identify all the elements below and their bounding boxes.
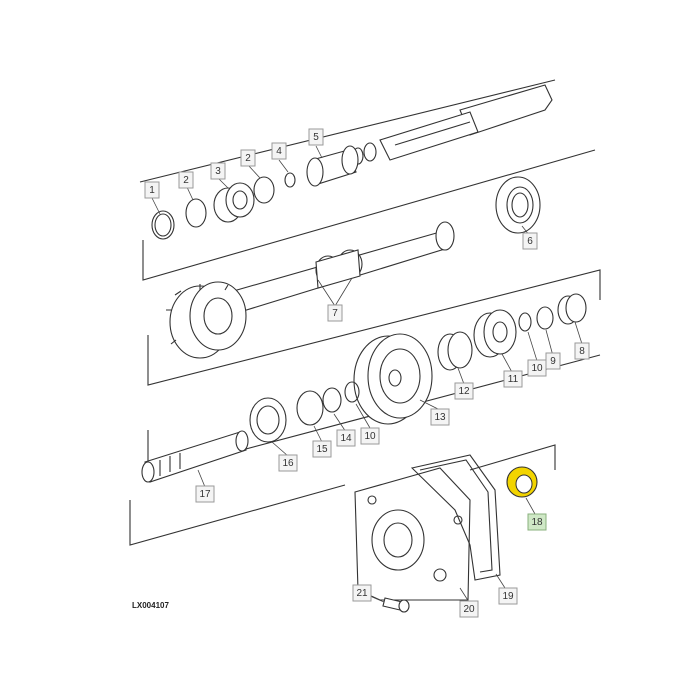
callout-3[interactable]: 3 xyxy=(210,162,226,180)
callout-15[interactable]: 15 xyxy=(312,440,332,458)
washer-part-10b xyxy=(344,381,360,403)
callout-number: 17 xyxy=(199,489,211,500)
callout-box xyxy=(278,454,298,472)
callout-14[interactable]: 14 xyxy=(336,429,356,447)
callout-11[interactable]: 11 xyxy=(503,370,523,388)
callout-9[interactable]: 9 xyxy=(545,352,561,370)
callout-number: 3 xyxy=(215,166,221,177)
callout-16[interactable]: 16 xyxy=(278,454,298,472)
callout-box xyxy=(271,142,287,160)
callout-box xyxy=(430,408,450,426)
callout-box xyxy=(195,485,215,503)
gear-part-11 xyxy=(473,309,517,358)
callout-number: 12 xyxy=(458,386,470,397)
snap-ring-part-2 xyxy=(253,176,275,204)
washer-part-9 xyxy=(536,306,554,330)
callout-19[interactable]: 19 xyxy=(498,587,518,605)
callout-4[interactable]: 4 xyxy=(271,142,287,160)
sleeve-part-5 xyxy=(306,145,359,187)
ring-part-4 xyxy=(284,172,296,188)
shaft-part-17 xyxy=(141,430,249,483)
gear-part-13 xyxy=(353,333,433,425)
callout-number: 2 xyxy=(183,175,189,186)
callout-box xyxy=(308,128,324,146)
callout-13[interactable]: 13 xyxy=(430,408,450,426)
callout-number: 1 xyxy=(149,185,155,196)
callout-10[interactable]: 10 xyxy=(527,359,547,377)
callout-number: 2 xyxy=(245,153,251,164)
callout-2[interactable]: 2 xyxy=(178,171,194,189)
callout-box xyxy=(498,587,518,605)
callout-1[interactable]: 1 xyxy=(144,181,160,199)
callout-box xyxy=(527,359,547,377)
section-frames xyxy=(129,79,601,546)
callout-10[interactable]: 10 xyxy=(360,427,380,445)
callout-number: 7 xyxy=(332,308,338,319)
callout-box xyxy=(503,370,523,388)
callout-number: 4 xyxy=(276,146,282,157)
callout-number: 21 xyxy=(356,588,368,599)
bearing-part-16 xyxy=(249,397,287,443)
bearing-part-8 xyxy=(557,293,587,325)
callout-17[interactable]: 17 xyxy=(195,485,215,503)
seal-part-6 xyxy=(495,176,541,234)
callout-number: 11 xyxy=(508,374,519,385)
callout-number: 15 xyxy=(316,444,328,455)
callout-18-highlighted[interactable]: 18 xyxy=(527,513,547,531)
callout-8[interactable]: 8 xyxy=(574,342,590,360)
bolt-part-21 xyxy=(382,597,410,613)
callout-box xyxy=(144,181,160,199)
callout-number: 18 xyxy=(531,517,543,528)
callout-box xyxy=(454,382,474,400)
callout-7[interactable]: 7 xyxy=(327,304,343,322)
callout-number: 13 xyxy=(434,412,446,423)
callout-number: 10 xyxy=(364,431,376,442)
callout-21[interactable]: 21 xyxy=(352,584,372,602)
gasket-part-19 xyxy=(410,454,501,581)
callout-number: 8 xyxy=(579,346,585,357)
callout-box xyxy=(336,429,356,447)
housing-part-20 xyxy=(354,467,471,601)
callout-box xyxy=(360,427,380,445)
callout-box xyxy=(527,513,547,531)
callout-box xyxy=(240,149,256,167)
gear-part-12 xyxy=(437,331,473,371)
input-shaft xyxy=(352,84,553,165)
output-shaft-part-7 xyxy=(166,221,455,359)
callout-box xyxy=(459,600,479,618)
callout-2[interactable]: 2 xyxy=(240,149,256,167)
snap-ring-part-15 xyxy=(296,390,324,426)
callout-number: 16 xyxy=(282,458,294,469)
callout-number: 19 xyxy=(502,591,514,602)
callout-box xyxy=(574,342,590,360)
callout-number: 5 xyxy=(313,132,319,143)
callout-box xyxy=(352,584,372,602)
bearing-part-3 xyxy=(213,182,255,223)
callout-5[interactable]: 5 xyxy=(308,128,324,146)
callout-box xyxy=(178,171,194,189)
callout-number: 14 xyxy=(340,433,352,444)
figure-reference-code: LX004107 xyxy=(132,601,169,610)
ring-part-1 xyxy=(151,210,175,240)
seal-part-18-highlighted xyxy=(506,466,538,498)
snap-ring-part-2b xyxy=(185,198,207,228)
ring-part-14 xyxy=(322,387,342,413)
callout-box xyxy=(312,440,332,458)
callout-number: 9 xyxy=(550,356,556,367)
callout-12[interactable]: 12 xyxy=(454,382,474,400)
callout-box xyxy=(522,232,538,250)
callout-box xyxy=(327,304,343,322)
callout-number: 10 xyxy=(531,363,543,374)
callout-20[interactable]: 20 xyxy=(459,600,479,618)
callout-6[interactable]: 6 xyxy=(522,232,538,250)
callout-box xyxy=(210,162,226,180)
callout-number: 20 xyxy=(463,604,475,615)
callout-number: 6 xyxy=(527,236,533,247)
washer-part-10 xyxy=(518,312,532,332)
